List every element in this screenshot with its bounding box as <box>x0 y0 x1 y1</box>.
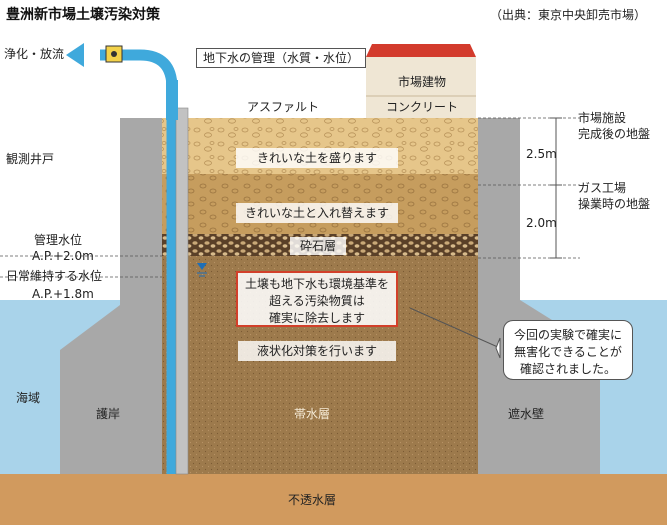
label-gas-plant-ground-2: 操業時の地盤 <box>578 197 651 211</box>
label-observation-well: 観測井戸 <box>6 152 55 166</box>
label-finished-ground-1: 市場施設 <box>578 111 627 125</box>
dimension-upper: 2.5m <box>526 147 557 161</box>
value-normal-level: A.P.+1.8m <box>32 287 94 301</box>
arrow-left-icon <box>66 43 84 67</box>
callout-line-2: 無害化できることが <box>514 345 622 359</box>
pump-icon <box>105 45 123 63</box>
diagram-title: 豊洲新市場土壌汚染対策 <box>6 7 160 23</box>
label-asphalt: アスファルト <box>247 100 320 114</box>
right-cutoff-wall <box>478 118 600 474</box>
source-note: （出典：東京中央卸売市場） <box>490 8 647 22</box>
label-aquifer: 帯水層 <box>294 407 331 421</box>
dimension-lower: 2.0m <box>526 216 557 230</box>
label-clean-fill: きれいな土を盛ります <box>236 148 398 168</box>
label-replace-soil: きれいな土と入れ替えます <box>236 203 398 223</box>
label-groundwater-management: 地下水の管理（水質・水位） <box>196 48 367 68</box>
label-gravel: 砕石層 <box>290 237 346 255</box>
observation-well <box>175 107 189 475</box>
label-management-level: 管理水位 <box>34 233 83 247</box>
label-building: 市場建物 <box>398 75 447 89</box>
callout-line-1: 今回の実験で確実に <box>513 328 622 342</box>
pollutant-removal-line-1: 土壌も地下水も環境基準を <box>244 277 389 291</box>
label-normal-level: 日常維持する水位 <box>6 269 103 283</box>
label-impermeable-layer: 不透水層 <box>288 493 337 507</box>
left-revetment <box>60 118 162 474</box>
label-purify: 浄化・放流 <box>4 47 65 61</box>
label-cutoff-wall: 遮水壁 <box>508 407 545 421</box>
label-gas-plant-ground-1: ガス工場 <box>578 181 627 195</box>
experiment-callout: 今回の実験で確実に 無害化できることが 確認されました。 <box>503 320 633 380</box>
pollutant-removal-line-3: 確実に除去します <box>268 311 365 325</box>
impermeable-layer <box>0 474 667 525</box>
building-roof <box>366 44 476 57</box>
label-revetment: 護岸 <box>96 407 121 421</box>
label-concrete: コンクリート <box>386 100 459 114</box>
pollutant-removal-line-2: 超える汚染物質は <box>269 294 365 308</box>
label-liquefaction: 液状化対策を行います <box>238 341 396 361</box>
building-wall <box>366 57 476 118</box>
water-level-marker-icon <box>197 263 207 277</box>
pollutant-removal-box: 土壌も地下水も環境基準を 超える汚染物質は 確実に除去します <box>236 271 398 327</box>
value-management-level: A.P.+2.0m <box>32 249 94 263</box>
label-sea: 海域 <box>16 391 41 405</box>
callout-line-3: 確認されました。 <box>519 362 616 376</box>
label-finished-ground-2: 完成後の地盤 <box>578 127 651 141</box>
